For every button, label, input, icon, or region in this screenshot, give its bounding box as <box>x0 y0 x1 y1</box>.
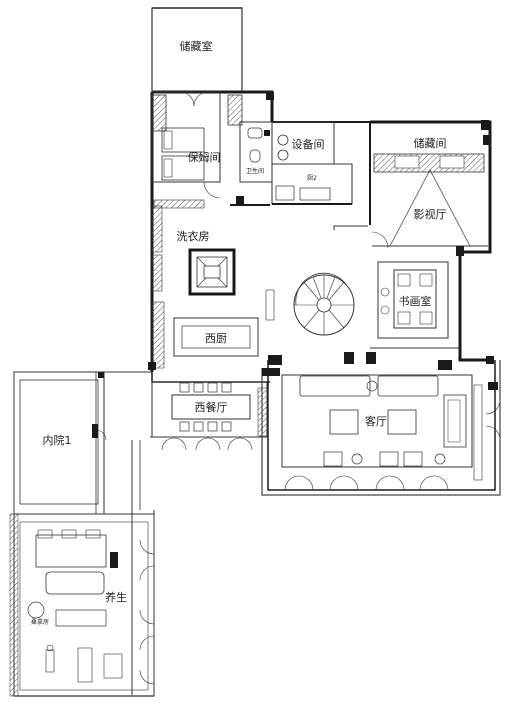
nanny-room-label: 保姆间 <box>188 150 221 164</box>
steam-room-label: 桑拿房 <box>31 618 49 626</box>
laundry-area <box>188 248 236 296</box>
living-room-label: 客厅 <box>365 414 387 428</box>
spiral-staircase <box>293 272 355 336</box>
structural-columns <box>98 92 494 378</box>
western-kitchen-area <box>151 289 282 369</box>
equipment-room-label: 设备间 <box>292 137 325 151</box>
wellness-area <box>9 510 155 697</box>
equipment-area <box>271 121 353 205</box>
nanny-room-area <box>151 91 243 199</box>
kitchen2-label: 厨2 <box>307 175 317 182</box>
storage-room-label: 储藏室 <box>180 39 213 53</box>
western-dining-area <box>150 381 269 451</box>
living-room-area <box>262 368 501 491</box>
media-room-label: 影视厅 <box>414 207 447 221</box>
media-room-area <box>371 135 490 249</box>
western-dining-label: 西餐厅 <box>195 400 228 414</box>
wellness-label: 养生 <box>105 590 127 604</box>
western-kitchen-label: 西厨 <box>205 332 227 345</box>
laundry-label: 洗衣房 <box>177 229 210 243</box>
inner-courtyard-label: 内院1 <box>43 433 72 447</box>
corridor-walls <box>151 199 368 292</box>
storage-closet-label: 储藏间 <box>414 136 447 150</box>
small-bath-label: 卫生间 <box>246 167 264 175</box>
inner-courtyard-area <box>13 371 152 695</box>
study-label: 书画室 <box>399 294 432 308</box>
study-area <box>344 261 460 370</box>
